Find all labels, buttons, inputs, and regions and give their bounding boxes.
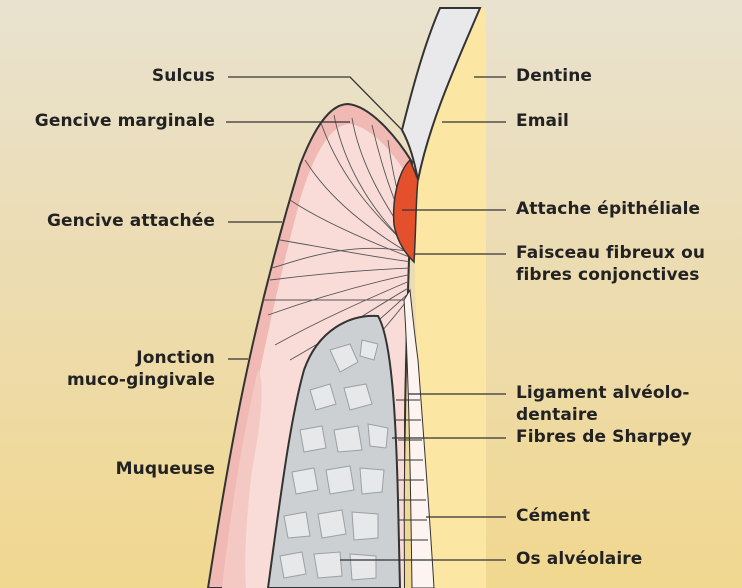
label-fibres-sharpey: Fibres de Sharpey bbox=[516, 427, 692, 447]
label-jonction-line1: Jonction bbox=[136, 348, 215, 368]
epithelial-attachment-shape bbox=[392, 158, 419, 264]
mucosa-band bbox=[222, 370, 262, 588]
label-sulcus: Sulcus bbox=[151, 66, 215, 86]
dentin-shape bbox=[415, 8, 486, 588]
label-faisceau-line2: fibres conjonctives bbox=[516, 265, 700, 285]
bone-texture bbox=[279, 339, 389, 581]
label-ligament-line1: Ligament alvéolo- bbox=[516, 383, 690, 403]
label-gencive-attachee: Gencive attachée bbox=[46, 211, 215, 231]
label-dentine: Dentine bbox=[516, 66, 593, 86]
label-jonction-line2: muco-gingivale bbox=[66, 370, 215, 390]
sharpey-fibres bbox=[396, 399, 428, 541]
label-email: Email bbox=[516, 111, 569, 131]
label-muqueuse: Muqueuse bbox=[115, 459, 215, 479]
label-os-alveolaire: Os alvéolaire bbox=[516, 549, 643, 569]
ligament-band bbox=[403, 288, 435, 588]
label-attache-epitheliale: Attache épithéliale bbox=[516, 199, 701, 219]
label-gencive-marginale: Gencive marginale bbox=[34, 111, 215, 131]
label-ligament-line2: dentaire bbox=[516, 405, 598, 425]
leader-lines bbox=[226, 76, 506, 561]
enamel-shape bbox=[400, 7, 482, 181]
label-cement: Cément bbox=[516, 506, 591, 526]
label-faisceau-line1: Faisceau fibreux ou bbox=[516, 243, 706, 263]
